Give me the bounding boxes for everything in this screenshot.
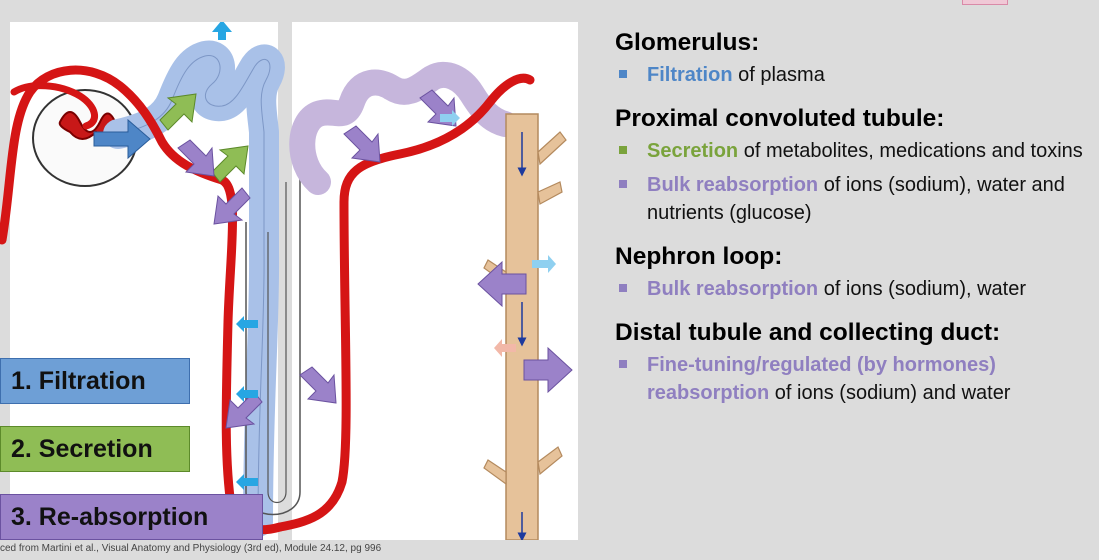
water-arrow [212, 22, 232, 40]
bullet-item: Fine-tuning/regulated (by hormones) reab… [598, 351, 1093, 407]
bullet-text: of metabolites, medications and toxins [738, 140, 1083, 162]
afferent-arteriole [10, 82, 98, 130]
collecting-duct-branch [537, 131, 567, 166]
bullet-item: Filtration of plasma [598, 61, 1093, 89]
section-proximal-tubule: Proximal convoluted tubule: Secretion of… [598, 104, 1093, 227]
water-arrow [236, 474, 258, 490]
collecting-duct-branch [537, 181, 563, 205]
bullet-text: of ions (sodium) and water [769, 382, 1011, 404]
bullet-text: of ions (sodium), water and nutrients (g… [647, 174, 1065, 224]
collecting-duct-branch [483, 459, 507, 486]
water-arrow [440, 110, 460, 126]
bullet-item: Secretion of metabolites, medications an… [598, 137, 1093, 165]
source-citation: ced from Martini et al., Visual Anatomy … [0, 543, 382, 554]
top-bar [0, 0, 1099, 22]
water-arrow [236, 316, 258, 332]
nephron-diagram [0, 22, 578, 540]
highlight-text: Filtration [647, 64, 733, 86]
legend-reabsorption: 3. Re-absorption [0, 494, 263, 540]
section-nephron-loop: Nephron loop: Bulk reabsorption of ions … [598, 242, 1093, 303]
section-glomerulus: Glomerulus: Filtration of plasma [598, 28, 1093, 89]
distal-tubule [289, 61, 518, 195]
bullet-item: Bulk reabsorption of ions (sodium), wate… [598, 275, 1093, 303]
reabsorption-arrow [177, 139, 215, 177]
section-title: Glomerulus: [615, 29, 760, 56]
legend-secretion: 2. Secretion [0, 426, 190, 472]
bullet-marker [619, 70, 627, 78]
secretion-arrow [159, 93, 197, 131]
water-arrow [236, 386, 258, 402]
peritubular-capillary-return [275, 73, 535, 532]
corner-badge [962, 0, 1008, 5]
bullet-marker [619, 284, 627, 292]
highlight-text: Secretion [647, 140, 739, 162]
bullet-marker [619, 360, 627, 368]
bullet-text: of ions (sodium), water [818, 278, 1026, 300]
section-title: Proximal convoluted tubule: [615, 105, 945, 132]
bullet-marker [619, 180, 627, 188]
legend-filtration: 1. Filtration [0, 358, 190, 404]
bullet-marker [619, 146, 627, 154]
section-title: Distal tubule and collecting duct: [615, 319, 1001, 346]
secretion-arrow [211, 145, 249, 183]
reabsorption-arrow [523, 346, 573, 394]
water-arrow [532, 255, 556, 273]
bullet-item: Bulk reabsorption of ions (sodium), wate… [598, 171, 1093, 227]
highlight-text: Bulk reabsorption [647, 174, 819, 196]
highlight-text: Fine-tuning/regulated (by hormones) reab… [647, 354, 996, 404]
section-title: Nephron loop: [615, 243, 783, 270]
reabsorption-arrow [477, 260, 527, 308]
text-panel: Glomerulus: Filtration of plasma Proxima… [598, 28, 1093, 422]
nephron-loop-inner [267, 182, 287, 504]
highlight-text: Bulk reabsorption [647, 278, 819, 300]
bullet-text: of plasma [732, 64, 825, 86]
proximal-tubule-outline [117, 55, 271, 523]
reabsorption-arrow [213, 187, 251, 225]
collecting-duct-branch [537, 446, 563, 476]
filtration-arrow [93, 118, 151, 160]
reabsorption-arrow [343, 125, 381, 163]
reabsorption-arrow [299, 366, 337, 404]
ion-arrow [494, 339, 516, 357]
section-distal-tubule: Distal tubule and collecting duct: Fine-… [598, 318, 1093, 407]
